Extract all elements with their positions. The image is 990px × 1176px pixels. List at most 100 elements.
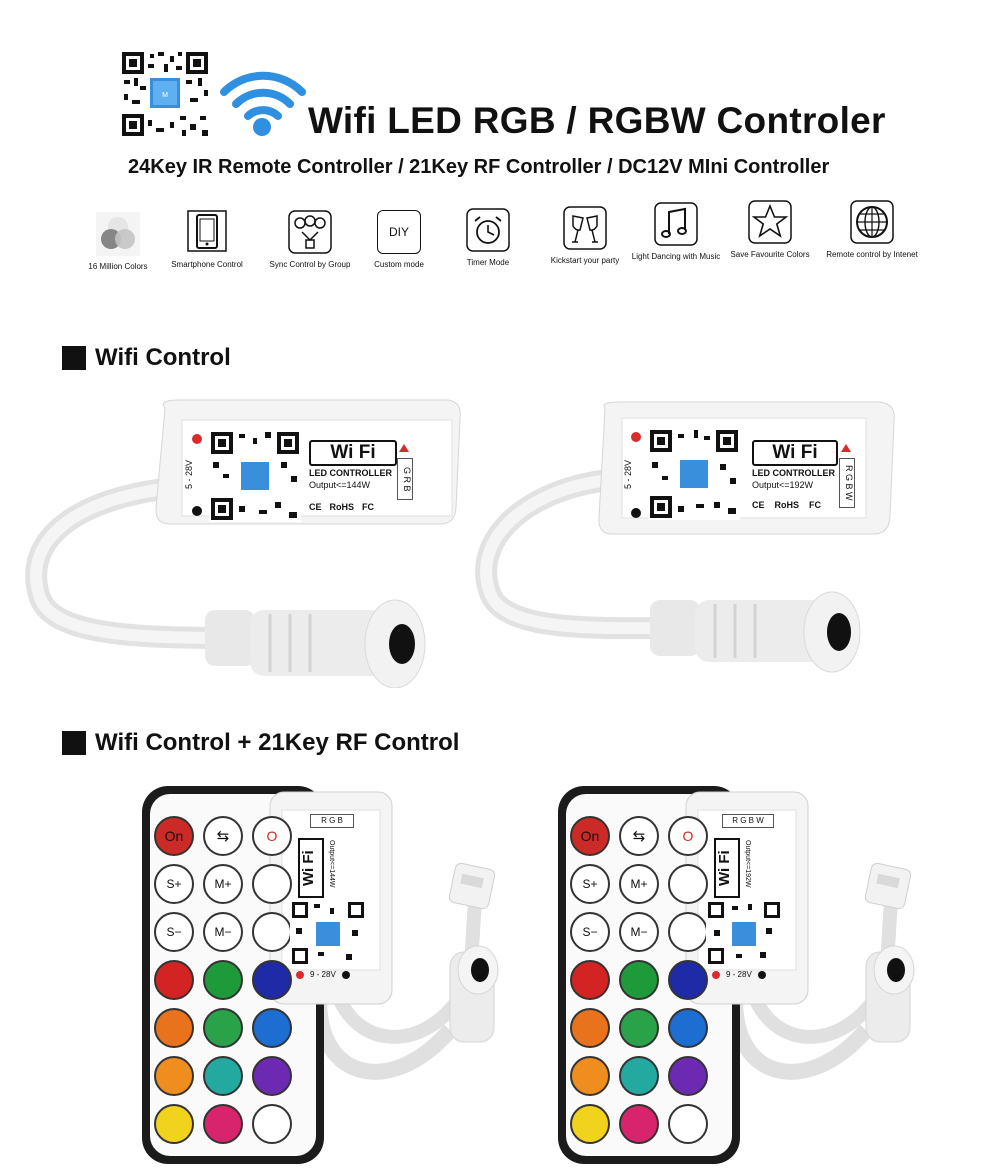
device-qr-code xyxy=(706,900,782,966)
remote-mode-button[interactable]: ⇆ xyxy=(203,816,243,856)
app-qr-code: M xyxy=(120,50,210,138)
square-bullet-icon xyxy=(62,731,86,755)
remote-bright-down-button[interactable] xyxy=(668,912,708,952)
wifi-device-1: 5 - 28V Wi Fi LED CONTROLLER Output<=144… xyxy=(0,388,990,688)
remote-color-key[interactable] xyxy=(154,1008,194,1048)
output-rating: Output<=192W xyxy=(744,840,751,888)
ground-indicator xyxy=(631,508,641,518)
remote-mode-button[interactable]: ⇆ xyxy=(619,816,659,856)
remote-color-key[interactable] xyxy=(203,1008,243,1048)
remote-on-button[interactable]: On xyxy=(570,816,610,856)
wifi-brand-logo: Wi Fi xyxy=(309,440,397,466)
feature-16-million-colors: 16 Million Colors xyxy=(68,212,168,271)
wifi-icon xyxy=(220,71,306,136)
square-bullet-icon xyxy=(62,346,86,370)
feature-smartphone-control: Smartphone Control xyxy=(157,210,257,269)
ground-indicator xyxy=(341,970,350,979)
cert-marks: CE RoHS FC xyxy=(309,502,374,512)
remote-color-key[interactable] xyxy=(668,1056,708,1096)
star-icon xyxy=(748,200,792,244)
remote-color-key[interactable] xyxy=(570,1104,610,1144)
section-title: Wifi Control + 21Key RF Control xyxy=(95,729,460,756)
remote-color-key[interactable] xyxy=(154,1056,194,1096)
feature-label: Remote control by Intenet xyxy=(826,250,918,259)
feature-label: Sync Control by Group xyxy=(269,260,351,269)
remote-color-key[interactable] xyxy=(154,960,194,1000)
remote-color-key[interactable] xyxy=(203,1104,243,1144)
remote-color-key[interactable] xyxy=(570,1056,610,1096)
channel-label: R G B xyxy=(310,814,354,828)
remote-speed-down-button[interactable]: S− xyxy=(154,912,194,952)
rohs-mark: RoHS xyxy=(329,502,355,512)
remote-color-keys xyxy=(570,960,740,1144)
remote-off-button[interactable]: O xyxy=(668,816,708,856)
alarm-clock-icon xyxy=(466,208,510,252)
cert-marks: CE RoHS FC xyxy=(752,500,821,510)
remote-mode-down-button[interactable]: M− xyxy=(619,912,659,952)
remote-color-key[interactable] xyxy=(203,960,243,1000)
remote-color-key[interactable] xyxy=(668,1104,708,1144)
power-led-indicator xyxy=(631,432,641,442)
remote-color-key[interactable] xyxy=(570,960,610,1000)
voltage-label: 5 - 28V xyxy=(623,460,633,490)
remote-color-key[interactable] xyxy=(252,960,292,1000)
smartphone-icon xyxy=(187,210,227,252)
arrow-up-icon xyxy=(841,444,851,452)
remote-speed-up-button[interactable]: S+ xyxy=(154,864,194,904)
remote-keypad: On ⇆ O S+ M+ S− M− xyxy=(154,816,324,1144)
color-wheel-icon xyxy=(96,212,140,256)
product-name: LED CONTROLLER xyxy=(309,468,392,478)
remote-color-key[interactable] xyxy=(252,1056,292,1096)
channel-label: R G B W xyxy=(839,458,855,508)
channel-label: R G B W xyxy=(722,814,774,828)
remote-color-keys xyxy=(154,960,324,1144)
remote-color-key[interactable] xyxy=(252,1104,292,1144)
svg-text:M: M xyxy=(162,92,168,99)
remote-color-key[interactable] xyxy=(570,1008,610,1048)
remote-color-key[interactable] xyxy=(203,1056,243,1096)
remote-color-key[interactable] xyxy=(668,960,708,1000)
wifi-brand-logo: Wi Fi xyxy=(714,838,740,898)
music-note-icon xyxy=(654,202,698,246)
voltage-row: 9 - 28V xyxy=(712,970,766,979)
remote-speed-down-button[interactable]: S− xyxy=(570,912,610,952)
remote-mode-up-button[interactable]: M+ xyxy=(619,864,659,904)
feature-remote-internet: Remote control by Intenet xyxy=(822,200,922,259)
voltage-row: 9 - 28V xyxy=(296,970,350,979)
rohs-mark: RoHS xyxy=(774,500,800,510)
voltage-label: 9 - 28V xyxy=(726,970,752,979)
remote-speed-up-button[interactable]: S+ xyxy=(570,864,610,904)
power-led-indicator xyxy=(712,970,720,979)
output-rating: Output<=144W xyxy=(309,480,371,490)
feature-label: Light Dancing with Music xyxy=(631,252,721,261)
remote-color-key[interactable] xyxy=(154,1104,194,1144)
remote-on-button[interactable]: On xyxy=(154,816,194,856)
remote-bright-up-button[interactable] xyxy=(668,864,708,904)
remote-color-key[interactable] xyxy=(619,960,659,1000)
remote-color-key[interactable] xyxy=(619,1008,659,1048)
feature-label: Save Favourite Colors xyxy=(730,250,810,259)
remote-keypad: On ⇆ O S+ M+ S− M− xyxy=(570,816,740,1144)
feature-timer-mode: Timer Mode xyxy=(438,208,538,267)
remote-color-key[interactable] xyxy=(668,1008,708,1048)
remote-bright-down-button[interactable] xyxy=(252,912,292,952)
channel-label: G R B xyxy=(397,458,413,500)
diy-icon: DIY xyxy=(377,210,421,254)
remote-mode-down-button[interactable]: M− xyxy=(203,912,243,952)
section-heading-rf: Wifi Control + 21Key RF Control xyxy=(62,729,459,757)
remote-bright-up-button[interactable] xyxy=(252,864,292,904)
cheers-icon xyxy=(563,206,607,250)
wifi-device-2: 5 - 28V Wi Fi LED CONTROLLER Output<=192… xyxy=(460,388,950,688)
feature-label: Kickstart your party xyxy=(550,256,620,265)
voltage-label: 5 - 28V xyxy=(184,460,194,490)
remote-mode-up-button[interactable]: M+ xyxy=(203,864,243,904)
feature-kickstart-party: Kickstart your party xyxy=(535,206,635,265)
device-qr-code xyxy=(209,430,301,522)
remote-color-key[interactable] xyxy=(619,1056,659,1096)
feature-label: Smartphone Control xyxy=(171,260,243,269)
remote-color-key[interactable] xyxy=(619,1104,659,1144)
power-led-indicator xyxy=(296,970,304,979)
section-heading-wifi: Wifi Control xyxy=(62,344,231,372)
remote-off-button[interactable]: O xyxy=(252,816,292,856)
remote-color-key[interactable] xyxy=(252,1008,292,1048)
